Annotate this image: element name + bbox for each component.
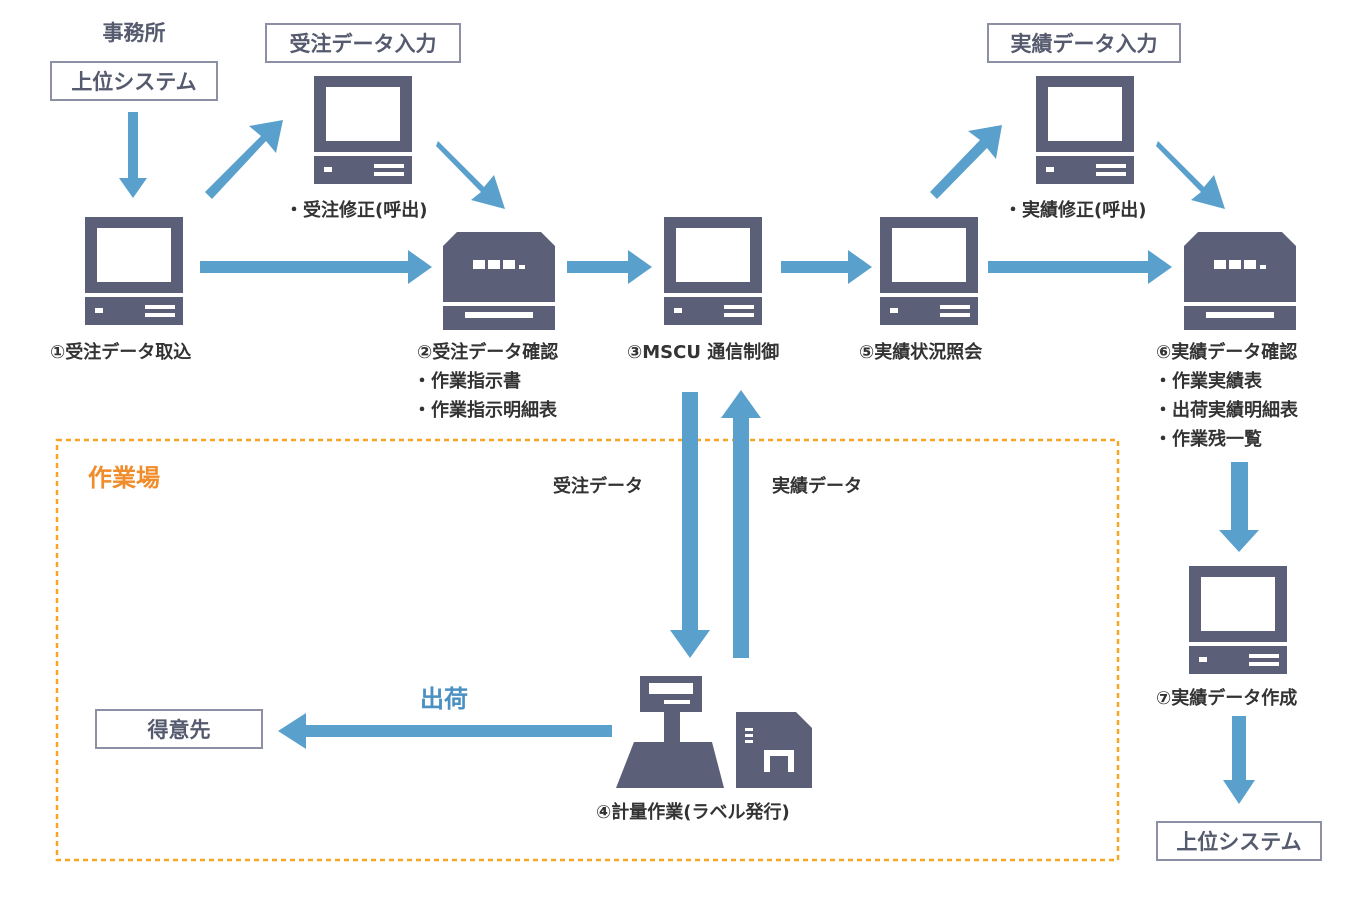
- order-confirm-printer-icon: [443, 232, 555, 330]
- node-4-label: ④計量作業(ラベル発行): [596, 801, 790, 823]
- node-5-label: ⑤実績状況照会: [859, 341, 982, 363]
- upper-system-bottom-label: 上位システム: [1176, 830, 1301, 854]
- actual-data-label: 実績データ: [772, 475, 862, 497]
- node-3-label: ③MSCU 通信制御: [627, 341, 779, 363]
- arrow-order-data-down: [670, 392, 710, 658]
- arrow-create-to-upper: [1223, 716, 1255, 804]
- node-2-label: ②受注データ確認: [417, 341, 558, 363]
- workshop-area: [55, 438, 1120, 862]
- order-input-label: 受注データ入力: [290, 32, 437, 56]
- customer-box: [95, 709, 263, 749]
- order-input-box: [265, 23, 461, 63]
- mscu-pc-icon: [664, 217, 762, 325]
- actual-create-pc-icon: [1189, 566, 1287, 674]
- workshop-title: 作業場: [88, 464, 160, 492]
- actual-input-pc-icon: [1036, 76, 1134, 184]
- arrow-confirm-to-mscu: [567, 250, 652, 284]
- actual-input-box: [987, 23, 1181, 63]
- arrow-upper-to-import: [119, 112, 147, 198]
- order-fix-label: ・受注修正(呼出): [285, 199, 427, 221]
- arrow-confirm-to-create: [1219, 462, 1259, 552]
- arrow-import-to-order-input: [205, 120, 283, 199]
- label-printer-icon: [736, 712, 812, 788]
- arrow-shipping: [278, 713, 612, 749]
- order-input-pc-icon: [314, 76, 412, 184]
- node-7-label: ⑦実績データ作成: [1156, 687, 1297, 709]
- node-6-label: ⑥実績データ確認: [1156, 341, 1297, 363]
- arrow-order-input-to-confirm: [436, 141, 505, 209]
- node-6-sub-1: ・作業実績表: [1154, 370, 1263, 392]
- actual-confirm-printer-icon: [1184, 232, 1296, 330]
- arrows: [119, 112, 1259, 804]
- actual-fix-label: ・実績修正(呼出): [1004, 199, 1146, 221]
- arrow-status-to-actual-confirm: [988, 250, 1172, 284]
- order-data-label: 受注データ: [553, 475, 643, 497]
- upper-system-bottom-box: [1156, 821, 1322, 861]
- arrow-actual-input-to-confirm: [1156, 141, 1225, 209]
- shipping-label: 出荷: [420, 685, 468, 713]
- node-2-sub-2: ・作業指示明細表: [413, 399, 558, 421]
- upper-system-top-label: 上位システム: [71, 70, 196, 94]
- order-import-pc-icon: [85, 217, 183, 325]
- status-query-pc-icon: [880, 217, 978, 325]
- arrow-actual-data-up: [721, 390, 761, 658]
- node-2-sub-1: ・作業指示書: [413, 370, 521, 392]
- actual-input-label: 実績データ入力: [1011, 32, 1158, 56]
- upper-system-top-box: [50, 61, 218, 101]
- arrow-status-to-actual-input: [930, 125, 1002, 199]
- arrow-mscu-to-status: [781, 250, 872, 284]
- node-6-sub-2: ・出荷実績明細表: [1154, 399, 1299, 421]
- node-1-label: ①受注データ取込: [50, 341, 191, 363]
- customer-label: 得意先: [147, 718, 211, 742]
- arrow-import-to-confirm: [200, 250, 432, 284]
- office-title: 事務所: [103, 21, 166, 45]
- node-6-sub-3: ・作業残一覧: [1154, 428, 1262, 450]
- scale-icon: [616, 676, 724, 788]
